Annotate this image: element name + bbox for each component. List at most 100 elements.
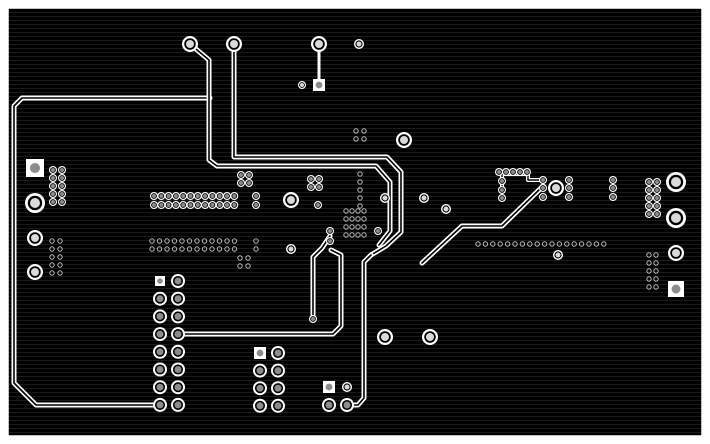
via bbox=[653, 260, 659, 266]
via bbox=[512, 241, 518, 247]
pad bbox=[171, 327, 185, 342]
via bbox=[57, 246, 63, 252]
via bbox=[527, 241, 533, 247]
via bbox=[361, 224, 367, 230]
via bbox=[179, 238, 185, 244]
pad bbox=[252, 201, 260, 209]
pad bbox=[49, 190, 57, 198]
pad bbox=[422, 329, 438, 345]
via bbox=[361, 216, 367, 222]
pad bbox=[27, 230, 43, 246]
pad bbox=[208, 192, 217, 200]
via bbox=[361, 232, 367, 238]
via bbox=[164, 238, 170, 244]
via bbox=[357, 179, 363, 185]
square-pad bbox=[26, 159, 44, 177]
via bbox=[653, 276, 659, 282]
pad bbox=[153, 327, 167, 342]
pad bbox=[153, 309, 167, 324]
pad bbox=[653, 194, 661, 202]
pad bbox=[245, 171, 253, 179]
pad bbox=[271, 398, 285, 413]
via bbox=[156, 238, 163, 244]
pad bbox=[153, 397, 167, 412]
pad bbox=[342, 382, 352, 392]
pad bbox=[340, 398, 354, 412]
via bbox=[357, 203, 363, 209]
via bbox=[646, 252, 652, 258]
trace-top-b-inner bbox=[233, 43, 402, 256]
via bbox=[355, 224, 361, 230]
via bbox=[361, 136, 367, 142]
via bbox=[216, 238, 223, 244]
pad bbox=[609, 193, 617, 201]
pad bbox=[223, 201, 231, 209]
pad bbox=[58, 190, 66, 198]
pad bbox=[645, 202, 653, 210]
via bbox=[653, 268, 659, 274]
pad bbox=[237, 179, 245, 187]
via bbox=[353, 128, 359, 134]
via bbox=[149, 238, 155, 244]
via bbox=[653, 284, 659, 290]
via bbox=[355, 216, 361, 222]
pad bbox=[201, 192, 210, 200]
pad bbox=[58, 166, 66, 174]
pad bbox=[271, 346, 285, 360]
via bbox=[49, 254, 55, 260]
via bbox=[57, 254, 63, 260]
pad bbox=[609, 176, 617, 184]
via bbox=[237, 255, 243, 261]
pad bbox=[153, 344, 167, 359]
square-pad bbox=[668, 281, 684, 297]
pad bbox=[565, 176, 573, 184]
via bbox=[355, 208, 361, 214]
via bbox=[209, 238, 215, 244]
pad bbox=[523, 168, 531, 176]
trace-right-down-inner bbox=[346, 254, 372, 406]
pad bbox=[164, 192, 173, 200]
via bbox=[216, 246, 223, 252]
pad bbox=[396, 132, 412, 148]
pad bbox=[565, 184, 573, 192]
pad bbox=[539, 184, 547, 192]
via bbox=[593, 241, 600, 247]
via bbox=[349, 208, 355, 214]
pad bbox=[193, 192, 202, 200]
via bbox=[519, 241, 526, 247]
via bbox=[497, 241, 503, 247]
pad bbox=[645, 186, 653, 194]
pad-layer bbox=[25, 36, 686, 413]
via bbox=[490, 241, 496, 247]
via bbox=[343, 224, 349, 230]
pad bbox=[548, 180, 564, 196]
via bbox=[541, 241, 548, 247]
pad bbox=[186, 201, 195, 209]
trace-short-vertical-inner bbox=[312, 235, 331, 320]
via bbox=[571, 241, 577, 247]
pad bbox=[150, 201, 158, 209]
via bbox=[475, 241, 481, 247]
pad bbox=[193, 201, 202, 209]
pad bbox=[666, 172, 686, 192]
via bbox=[245, 255, 251, 261]
via bbox=[646, 260, 652, 266]
via bbox=[601, 241, 607, 247]
pad bbox=[253, 381, 267, 396]
pad bbox=[441, 204, 451, 214]
pad bbox=[153, 380, 167, 395]
pad bbox=[230, 201, 239, 209]
pad bbox=[252, 192, 260, 200]
pad bbox=[374, 227, 382, 235]
via bbox=[179, 246, 185, 252]
pad bbox=[322, 398, 336, 412]
via bbox=[361, 208, 367, 214]
via bbox=[186, 246, 193, 252]
via bbox=[357, 187, 363, 193]
trace-bottom-run-inner bbox=[177, 249, 342, 335]
pad bbox=[171, 344, 185, 359]
via bbox=[194, 246, 200, 252]
pad bbox=[171, 309, 185, 324]
via bbox=[504, 241, 511, 247]
